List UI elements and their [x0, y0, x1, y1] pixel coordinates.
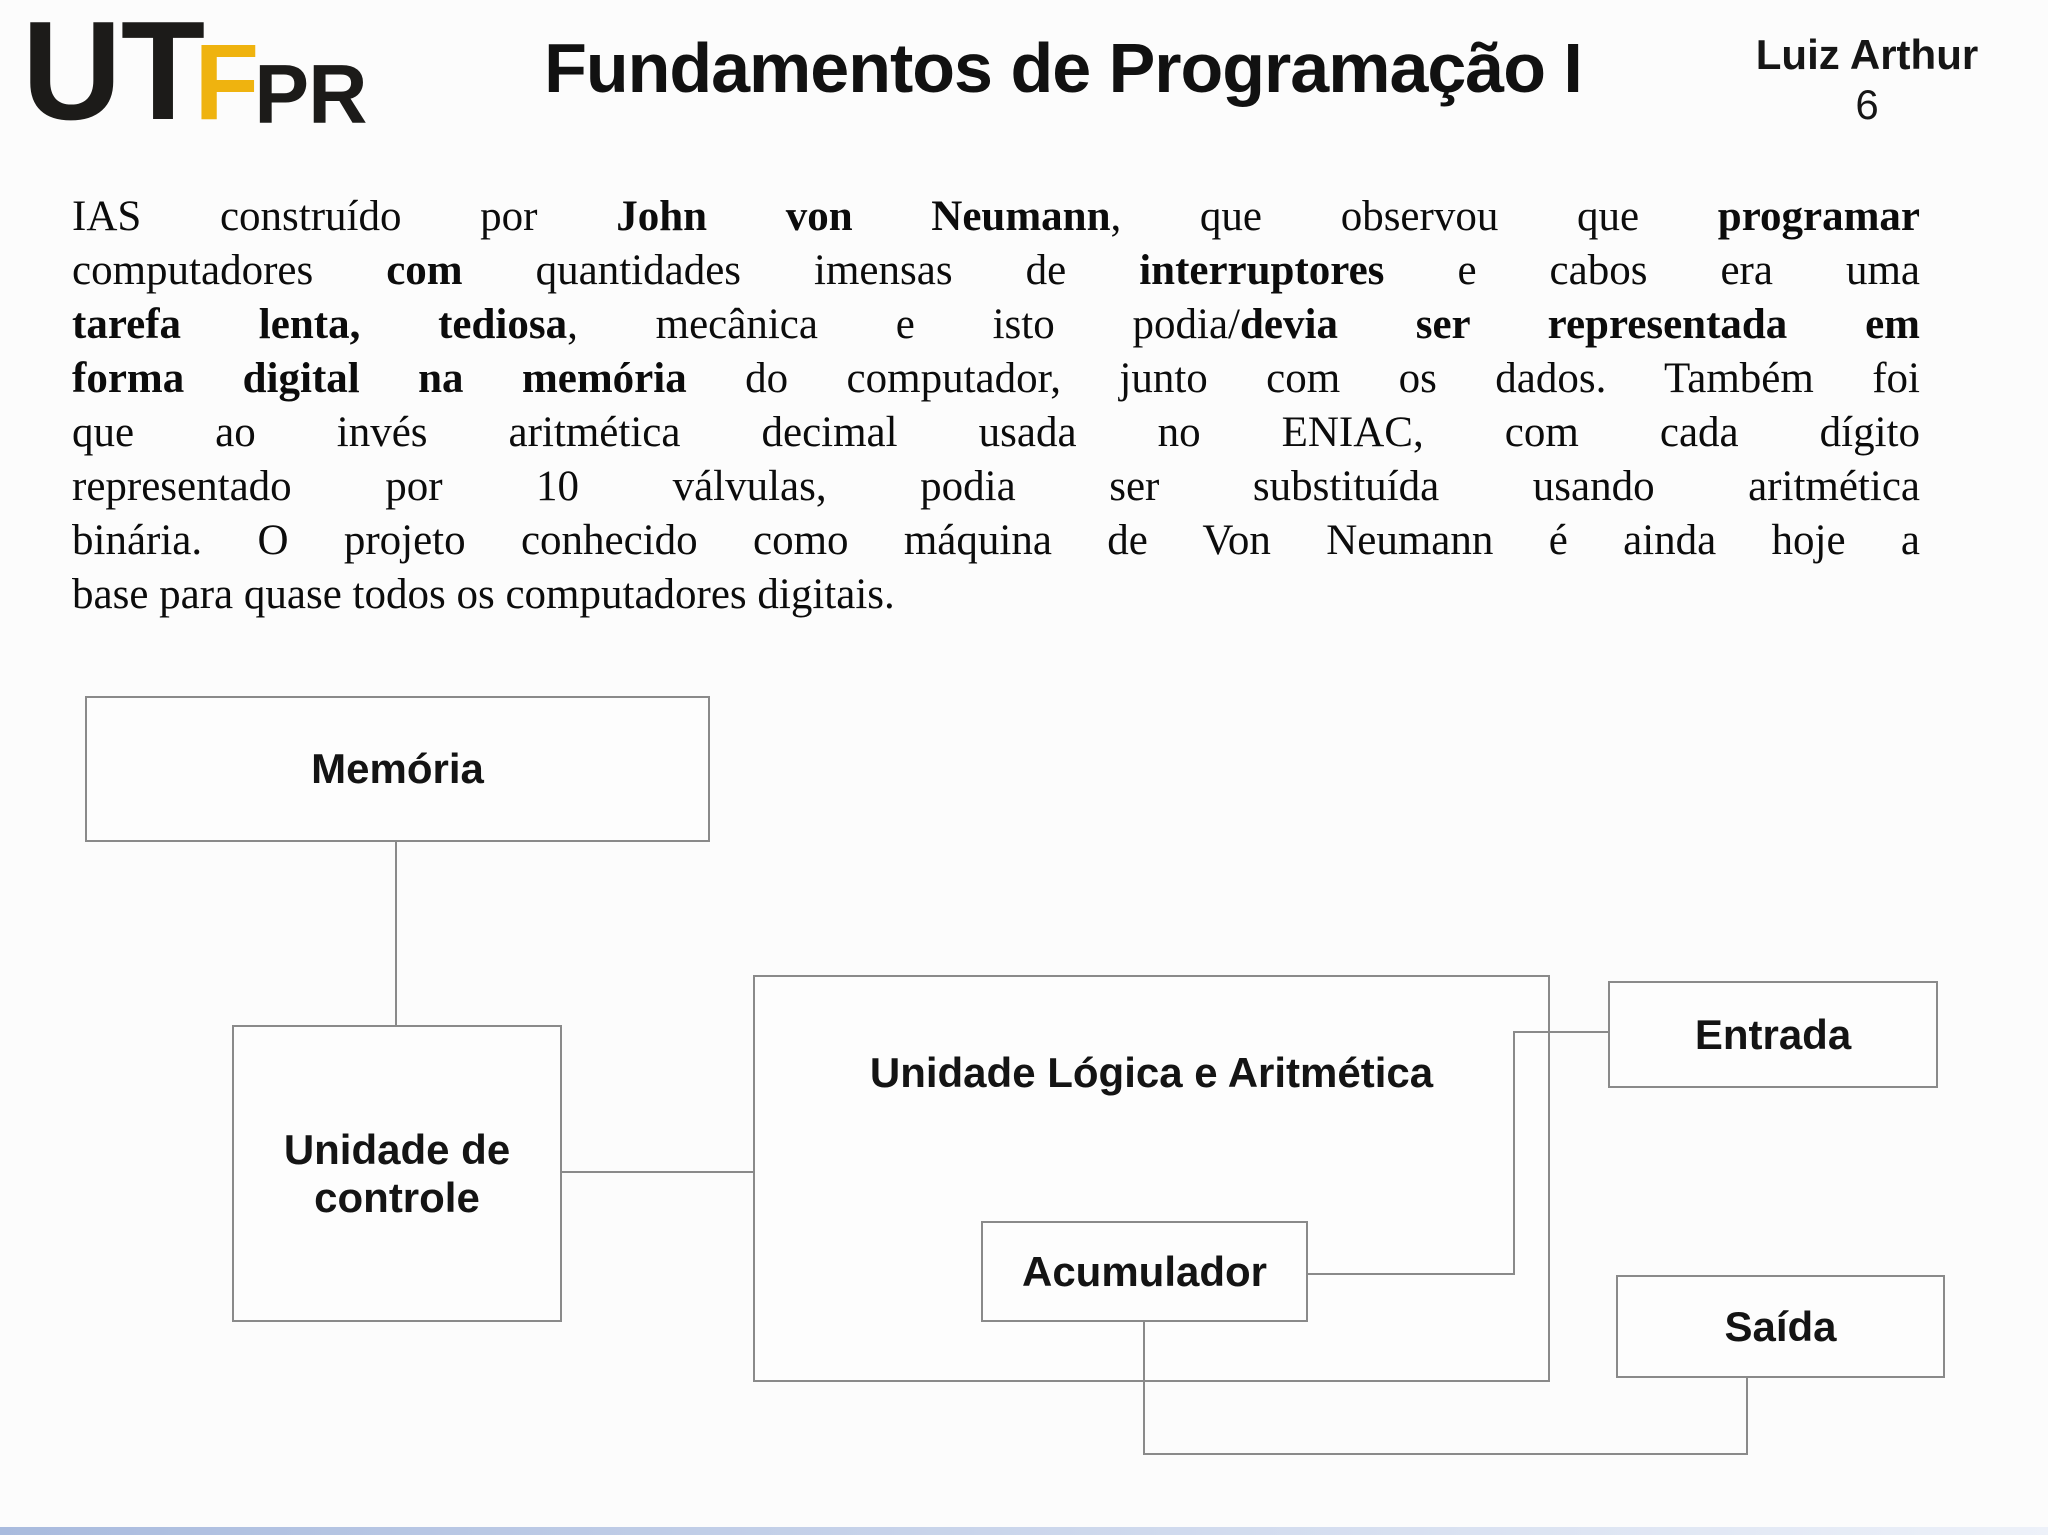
diagram-box-label: Unidade de controle: [283, 1125, 511, 1221]
diagram-connector: [395, 842, 397, 1027]
diagram-box-unidade-de-controle: Unidade de controle: [232, 1025, 562, 1322]
diagram-connector: [1746, 1378, 1748, 1455]
diagram-connector: [1143, 1322, 1145, 1455]
diagram-connector: [1513, 1031, 1610, 1033]
body-paragraph: IAS construído por John von Neumann, que…: [72, 190, 1920, 622]
author-name: Luiz Arthur: [1755, 31, 1979, 78]
diagram-box-label: Acumulador: [1021, 1247, 1268, 1295]
page-number: 6: [1855, 81, 1879, 128]
diagram-box-acumulador: Acumulador: [981, 1221, 1308, 1322]
paragraph-line: que ao invés aritmética decimal usada no…: [72, 409, 1920, 456]
logo-letter-f: F: [194, 22, 259, 143]
diagram-connector: [1308, 1273, 1515, 1275]
diagram-box-saida: Saída: [1616, 1275, 1945, 1378]
diagram-connector: [562, 1171, 755, 1173]
paragraph-line: binária. O projeto conhecido como máquin…: [72, 517, 1920, 564]
paragraph-line: IAS construído por John von Neumann, que…: [72, 193, 1921, 240]
paragraph-line: forma digital na memória do computador, …: [72, 355, 1920, 402]
diagram-box-label: Saída: [1724, 1302, 1837, 1350]
paragraph-line: base para quase todos os computadores di…: [72, 571, 895, 618]
diagram-box-label: Memória: [311, 745, 484, 792]
paragraph-line: representado por 10 válvulas, podia ser …: [72, 463, 1920, 510]
paragraph-line: tarefa lenta, tediosa, mecânica e isto p…: [72, 301, 1920, 348]
bottom-edge-strip: [0, 1527, 2048, 1535]
diagram-box-label: Unidade Lógica e Aritmética: [869, 1049, 1434, 1096]
diagram-box-label: Entrada: [1694, 1010, 1852, 1058]
logo-letters-pr: PR: [254, 48, 367, 142]
diagram-connector: [1143, 1453, 1748, 1455]
diagram-box-memoria: Memória: [85, 696, 710, 842]
diagram-box-entrada: Entrada: [1608, 981, 1938, 1088]
logo-letters-ut: UT: [22, 0, 205, 150]
page-title: Fundamentos de Programação I: [544, 29, 1583, 107]
author-block: Luiz Arthur 6: [1717, 30, 2017, 130]
paragraph-line: computadores com quantidades imensas de …: [72, 247, 1920, 294]
diagram-connector: [1513, 1031, 1515, 1275]
